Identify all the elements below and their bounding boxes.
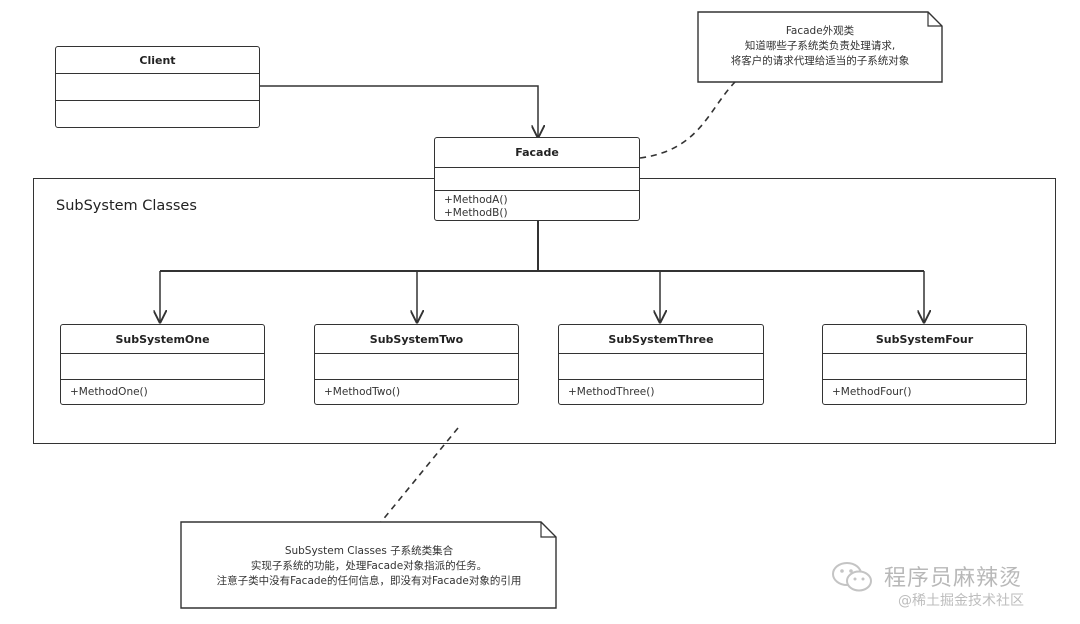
subsystem-three-class: SubSystemThree +MethodThree() xyxy=(558,324,764,405)
facade-note-line-2: 知道哪些子系统类负责处理请求, xyxy=(744,40,896,52)
subsystem-four-class: SubSystemFour +MethodFour() xyxy=(822,324,1027,405)
subsystem-four-name: SubSystemFour xyxy=(875,332,974,346)
facade-note-line-1: Facade外观类 xyxy=(785,25,855,37)
subsystem-note-line-3: 注意子类中没有Facade的任何信息，即没有对Facade对象的引用 xyxy=(216,575,522,587)
facade-note-shape xyxy=(697,11,943,83)
subsystem-three-operations: +MethodThree() xyxy=(559,379,763,404)
subsystem-note-line-1: SubSystem Classes 子系统类集合 xyxy=(284,545,454,557)
subsystem-four-method: +MethodFour() xyxy=(832,386,912,398)
package-label: SubSystem Classes xyxy=(56,198,197,214)
subsystem-four-operations: +MethodFour() xyxy=(823,379,1026,404)
subsystem-three-method: +MethodThree() xyxy=(568,386,655,398)
subsystem-two-attributes xyxy=(315,353,518,379)
client-class-name: Client xyxy=(139,53,176,67)
facade-note-link xyxy=(639,81,736,159)
facade-note-line-3: 将客户的请求代理给适当的子系统对象 xyxy=(730,55,910,67)
facade-method-a: +MethodA() xyxy=(444,194,508,206)
facade-class-name: Facade xyxy=(515,146,559,159)
facade-class: Facade +MethodA() +MethodB() xyxy=(434,137,640,221)
watermark-brand: 程序员麻辣烫 xyxy=(884,566,1023,591)
subsystem-one-attributes xyxy=(61,353,264,379)
client-operations xyxy=(56,100,259,127)
subsystem-four-attributes xyxy=(823,353,1026,379)
subsystem-one-name: SubSystemOne xyxy=(115,332,210,346)
wechat-icon xyxy=(832,562,872,592)
subsystem-two-operations: +MethodTwo() xyxy=(315,379,518,404)
subsystem-two-class: SubSystemTwo +MethodTwo() xyxy=(314,324,519,405)
subsystem-note-text: SubSystem Classes 子系统类集合 实现子系统的功能，处理Faca… xyxy=(186,544,552,589)
subsystem-two-name: SubSystemTwo xyxy=(369,332,464,346)
subsystem-note-line-2: 实现子系统的功能，处理Facade对象指派的任务。 xyxy=(250,560,488,572)
subsystem-three-name: SubSystemThree xyxy=(608,332,714,346)
subsystem-two-method: +MethodTwo() xyxy=(324,386,401,398)
facade-attributes xyxy=(435,167,639,190)
subsystem-three-attributes xyxy=(559,353,763,379)
subsystem-note-link xyxy=(380,427,459,523)
client-facade-association xyxy=(260,85,538,137)
facade-note-text: Facade外观类 知道哪些子系统类负责处理请求, 将客户的请求代理给适当的子系… xyxy=(700,24,940,69)
subsystem-one-operations: +MethodOne() xyxy=(61,379,264,404)
watermark-sub: @稀土掘金技术社区 xyxy=(898,593,1024,609)
client-attributes xyxy=(56,73,259,100)
subsystem-note-shape xyxy=(180,521,557,609)
subsystem-one-class: SubSystemOne +MethodOne() xyxy=(60,324,265,405)
subsystem-one-method: +MethodOne() xyxy=(70,386,148,398)
facade-operations: +MethodA() +MethodB() xyxy=(435,190,639,220)
facade-method-b: +MethodB() xyxy=(444,206,508,219)
client-class: Client xyxy=(55,46,260,128)
